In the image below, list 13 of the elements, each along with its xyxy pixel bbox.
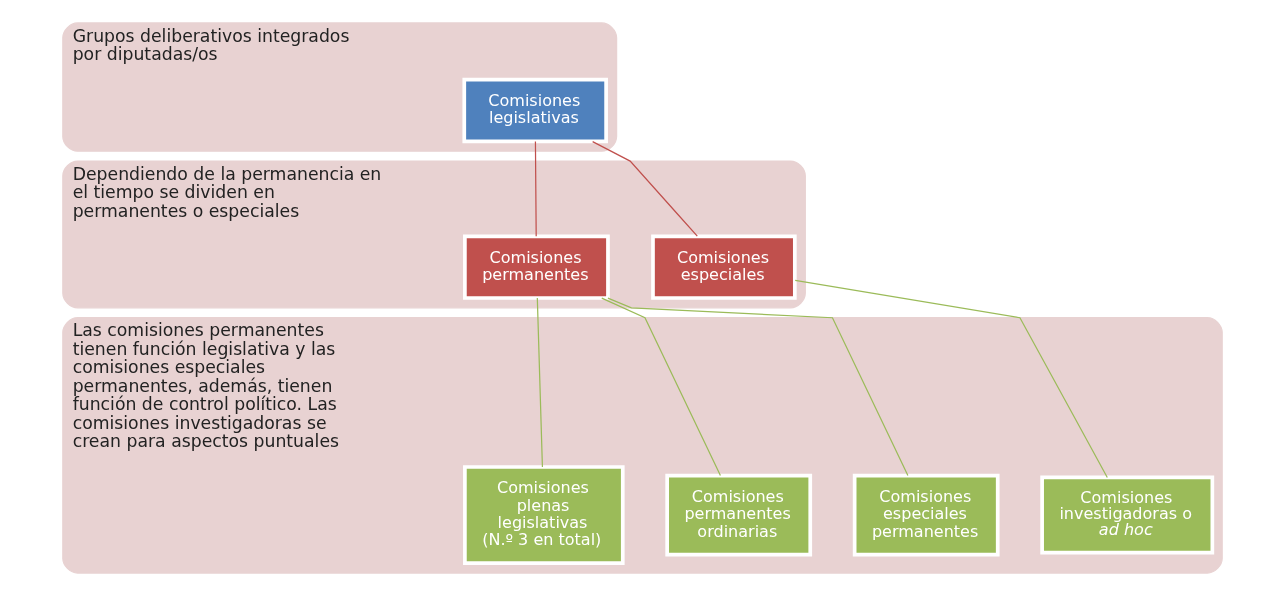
connector	[536, 297, 543, 468]
connector	[534, 140, 537, 237]
node-box: Comisiones permanentes ordinarias	[664, 473, 812, 557]
node-box: Comisiones especiales	[650, 234, 797, 300]
node-box: Comisiones investigadoras o ad hoc	[1039, 475, 1214, 555]
connector	[794, 279, 1108, 479]
connector	[591, 140, 698, 237]
node-box: Comisiones plenas legislativas (N.º 3 en total)	[462, 465, 625, 566]
connector	[606, 297, 908, 477]
node-box: Comisiones legislativas	[461, 77, 608, 144]
connector	[600, 297, 721, 477]
node-box: Comisiones especiales permanentes	[852, 473, 1000, 557]
node-box: Comisiones permanentes	[462, 234, 610, 300]
